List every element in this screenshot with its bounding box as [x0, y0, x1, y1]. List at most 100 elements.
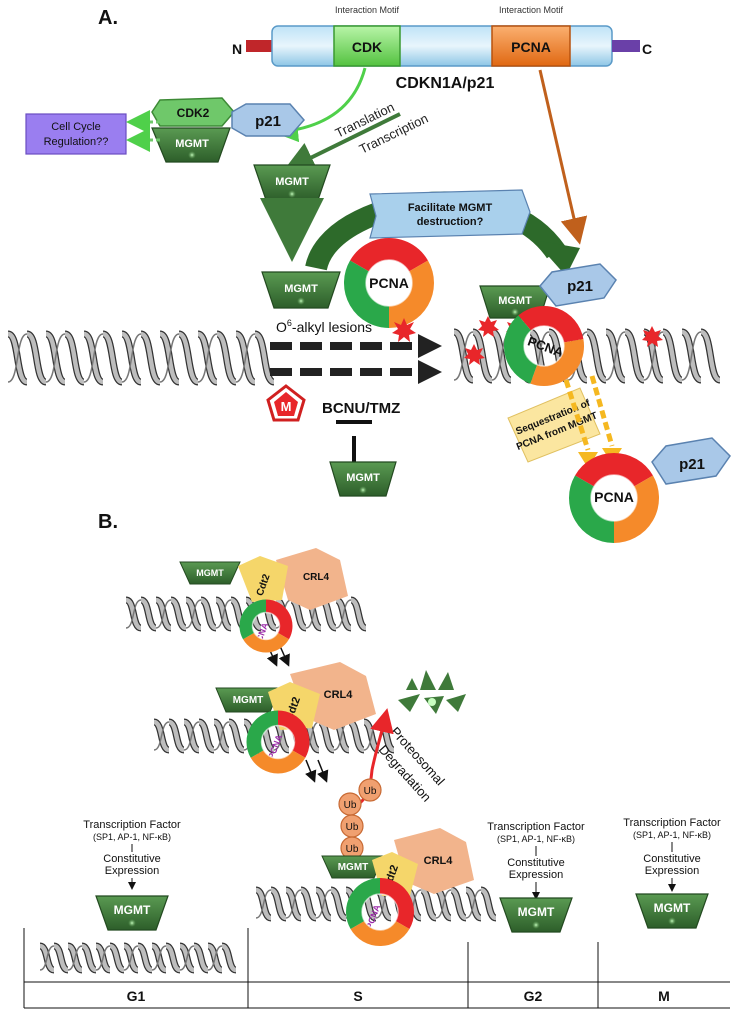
dna-strand [198, 719, 215, 753]
pcna-subunit [504, 315, 538, 384]
mgmt-protein-free: MGMT [253, 164, 331, 201]
n-terminal-segment [246, 40, 272, 52]
cdk-motif-label: CDK [352, 39, 382, 55]
p21-label: p21 [255, 113, 281, 130]
pcna-label: PCNA [526, 333, 566, 360]
sequestration-arrowhead-1 [578, 452, 598, 468]
constitutive-line2: Expression [645, 865, 699, 877]
mgmt-stage1: MGMT [179, 561, 241, 585]
dna-backbone [153, 721, 170, 751]
crl4-shape-stage1 [276, 548, 348, 610]
pcna-ring-on-dna [504, 306, 584, 386]
dna-strand [480, 887, 497, 921]
dna-strand [178, 331, 199, 385]
dna-helix-right [452, 328, 722, 384]
dna-backbone [123, 945, 139, 971]
dna-strand [330, 887, 347, 921]
crl4-label: CRL4 [424, 855, 454, 867]
cdk-motif-caption: Interaction Motif [335, 5, 400, 15]
mgmt-label: MGMT [114, 903, 151, 917]
dna-backbone [605, 331, 626, 381]
tf-list: (SP1, AP-1, NF-κB) [497, 834, 575, 844]
dna-strand [200, 597, 217, 631]
dna-backbone [315, 889, 332, 919]
dna-strand [662, 329, 683, 383]
p21-shape [539, 263, 617, 307]
dna-strand [300, 887, 317, 921]
phase-s: S [353, 988, 362, 1004]
dna-strand [53, 943, 69, 973]
p21-shape [651, 437, 731, 485]
cdk-interaction-motif [333, 25, 401, 67]
dna-strand [420, 887, 437, 921]
dna-backbone [95, 945, 111, 971]
constitutive-line1: Constitutive [103, 853, 160, 865]
dna-backbone [453, 331, 474, 381]
ub-label: Ub [364, 786, 377, 797]
crl4-label: CRL4 [324, 689, 354, 701]
phase-g1: G1 [127, 988, 146, 1004]
degradation-arrow [349, 708, 394, 812]
constitutive-line2: Expression [105, 865, 159, 877]
dna-strand [624, 329, 645, 383]
dna-backbone [235, 333, 256, 383]
pcna-subunit [277, 710, 310, 758]
mgmt-label: MGMT [346, 472, 380, 484]
o6-alkyl-lesions-label: O6-alkyl lesions [276, 318, 372, 335]
panel-b-label: B. [98, 511, 118, 533]
pcna-subunit [388, 260, 434, 328]
dna-strand [216, 331, 237, 385]
pcna-subunit [575, 453, 653, 488]
pcna-inner-edge [361, 893, 399, 931]
dna-backbone [179, 945, 195, 971]
cdt2-shape-stage1 [238, 556, 288, 602]
cell-cycle-line1: Cell Cycle [51, 121, 101, 133]
sequestration-arrow-2 [589, 375, 615, 447]
dna-backbone [155, 599, 172, 629]
progression-arrow [317, 759, 329, 783]
dna-strand [586, 329, 607, 383]
mgmt-label: MGMT [196, 568, 224, 578]
dna-strand [102, 331, 123, 385]
dna-strand [350, 597, 367, 631]
mgmt-protein-at-dna: MGMT [261, 271, 341, 309]
pcna-subunit [379, 878, 414, 929]
lesion-starburst [392, 318, 416, 342]
cdk2-shape [151, 97, 235, 127]
mgmt-label: MGMT [518, 905, 555, 919]
dna-strand [170, 597, 187, 631]
dna-strand [64, 331, 85, 385]
dna-backbone [45, 333, 66, 383]
cdk2-p21-mgmt-complex: CDK2 p21 MGMT [151, 97, 305, 163]
dna-backbone [255, 889, 272, 919]
p21-label: p21 [567, 278, 593, 295]
sequestration-box [507, 387, 601, 463]
crl4-label: CRL4 [303, 572, 330, 583]
c-terminal-segment [612, 40, 640, 52]
mgmt-label: MGMT [284, 283, 318, 295]
protein-name: CDKN1A/p21 [396, 75, 495, 92]
ub-label: Ub [346, 822, 359, 833]
pcna-subunit [346, 878, 381, 929]
pcna-subunit [350, 238, 428, 273]
drug-symbol: M [281, 399, 292, 414]
facilitate-arrow-head [534, 240, 580, 276]
sequestration-arrow-1 [563, 379, 591, 451]
mgmt-label: MGMT [654, 901, 691, 915]
progression-arrow [278, 645, 290, 667]
p21-protein-domain-bar: N C CDK Interaction Motif PCNA Interacti… [232, 5, 652, 92]
cdk2-label: CDK2 [177, 106, 210, 120]
dna-helix-g1 [38, 942, 238, 974]
mgmt-active-site [188, 151, 196, 159]
tf-list: (SP1, AP-1, NF-κB) [633, 830, 711, 840]
dna-backbone [465, 889, 482, 919]
mgmt-label: MGMT [498, 295, 532, 307]
pcna-label: PCNA [594, 489, 634, 505]
pcna-ring-s-phase [346, 878, 414, 946]
pcna-interaction-motif [491, 25, 571, 67]
pcna-subunit [265, 599, 293, 640]
dna-strand [140, 331, 161, 385]
pcna-subunit [350, 920, 410, 946]
dna-backbone [215, 599, 232, 629]
